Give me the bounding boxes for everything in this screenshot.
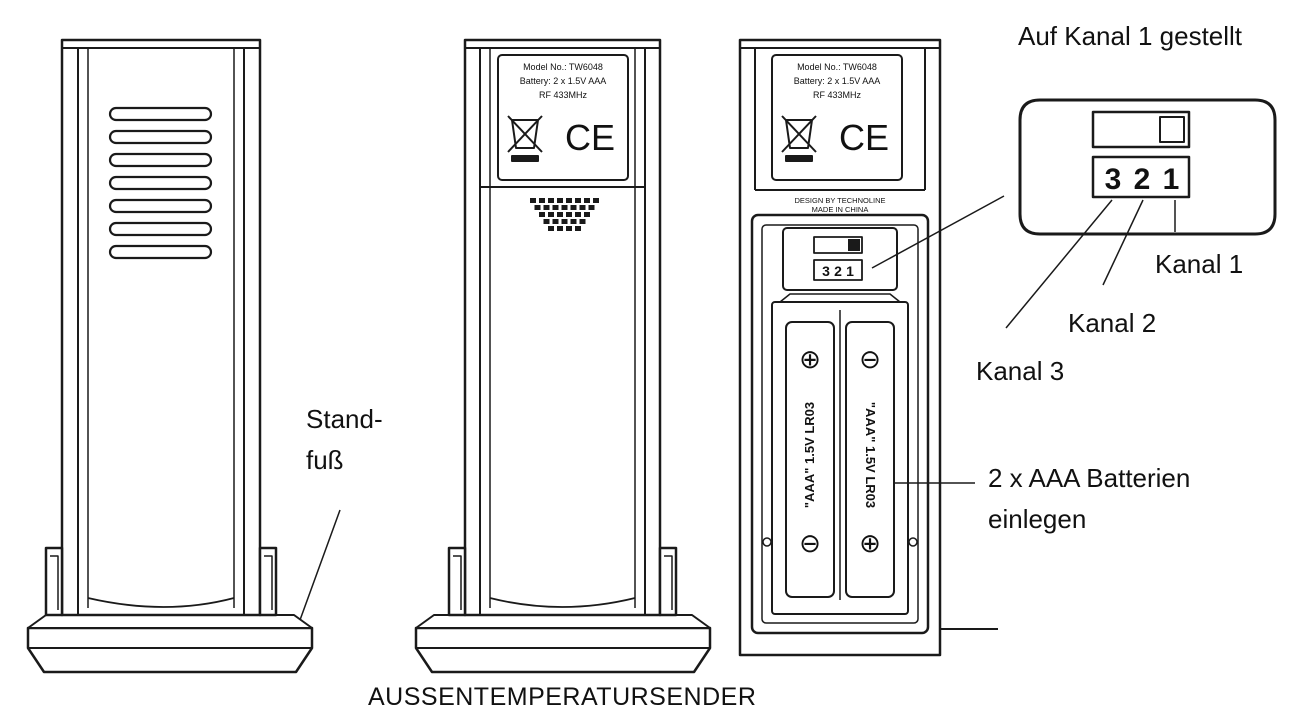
grip-dot <box>579 219 586 224</box>
grip-dot <box>548 198 554 203</box>
grip-dot <box>579 205 586 210</box>
front-body <box>60 38 262 617</box>
stand-pointer-line <box>299 509 341 621</box>
grip-dot <box>575 198 581 203</box>
switch-digits-small: 3 2 1 <box>822 263 854 279</box>
callout-switch-knob <box>1159 116 1185 143</box>
front-vent-slots <box>108 106 213 260</box>
label-kanal-2: Kanal 2 <box>1068 308 1157 338</box>
left-bottom-minus: ⊖ <box>799 528 821 558</box>
grip-dot <box>593 198 599 203</box>
label-stand-line1: Stand- <box>306 404 383 434</box>
right-cell-label: "AAA" 1.5V LR03 <box>863 402 878 508</box>
callout-digit-2: 2 <box>1134 163 1151 196</box>
title-channel-set: Auf Kanal 1 gestellt <box>1018 21 1243 51</box>
small-digit-3: 3 <box>822 263 830 279</box>
sticker-rf-text: RF 433MHz <box>539 90 588 100</box>
grip-dot <box>548 212 554 217</box>
grip-dot <box>561 205 568 210</box>
back-view-transmitter <box>414 38 712 674</box>
left-cell-label: "AAA" 1.5V LR03 <box>802 402 817 508</box>
grip-dot <box>543 219 550 224</box>
callout-digit-frame <box>1091 155 1191 199</box>
grip-dot <box>539 198 545 203</box>
grip-dot <box>584 212 590 217</box>
grip-dot <box>543 205 550 210</box>
front-view-transmitter <box>26 38 341 674</box>
channel-switch-module <box>782 227 898 291</box>
caption: AUSSENTEMPERATURSENDER <box>368 683 757 711</box>
open-back-transmitter <box>738 38 1005 657</box>
grip-dot <box>588 205 595 210</box>
grip-dot <box>552 219 559 224</box>
front-stand-base <box>26 626 314 674</box>
small-digit-1: 1 <box>846 263 854 279</box>
grip-dot <box>566 212 572 217</box>
right-bottom-plus: ⊕ <box>859 528 881 558</box>
grip-dot <box>584 198 590 203</box>
grip-dot <box>557 198 563 203</box>
label-batteries-line1: 2 x AAA Batterien <box>988 463 1191 493</box>
ce-mark: CE <box>565 117 615 158</box>
grip-pattern <box>530 198 599 231</box>
kanal3-pointer <box>1005 199 1113 329</box>
grip-dot <box>570 219 577 224</box>
label-stand-line2: fuß <box>306 445 344 475</box>
battery-cell-right <box>845 321 895 598</box>
sticker-rf-text-2: RF 433MHz <box>813 90 862 100</box>
label-batteries-line2: einlegen <box>988 504 1087 534</box>
sticker-battery-text: Battery: 2 x 1.5V AAA <box>520 76 607 86</box>
grip-dot <box>557 212 563 217</box>
grip-dot <box>570 205 577 210</box>
grip-dot <box>539 212 545 217</box>
switch-digits-callout: 3 2 1 <box>1105 163 1180 196</box>
battery-polarity: ⊕ ⊖ ⊖ ⊕ "AAA" 1.5V LR03 "AAA" 1.5V LR03 <box>799 344 881 558</box>
grip-dot <box>557 226 563 231</box>
battery-cell-left <box>785 321 835 598</box>
sticker-battery-text-2: Battery: 2 x 1.5V AAA <box>794 76 881 86</box>
kanal2-pointer <box>1102 199 1144 286</box>
back-stand-base <box>414 626 712 674</box>
grip-dot <box>552 205 559 210</box>
label-kanal-1: Kanal 1 <box>1155 249 1244 279</box>
grip-dot <box>566 198 572 203</box>
compartment-text-2: MADE IN CHINA <box>812 205 869 214</box>
sticker-text-mid: Model No.: TW6048 Battery: 2 x 1.5V AAA … <box>520 62 615 158</box>
callout-digit-1: 1 <box>1163 163 1180 196</box>
weee-bin-icon-2 <box>781 115 817 162</box>
ce-mark-2: CE <box>839 117 889 158</box>
grip-dot <box>575 226 581 231</box>
label-kanal-3: Kanal 3 <box>976 356 1065 386</box>
compartment-text-1: DESIGN BY TECHNOLINE <box>795 196 886 205</box>
grip-dot <box>566 226 572 231</box>
sticker-model-text-2: Model No.: TW6048 <box>797 62 877 72</box>
left-top-plus: ⊕ <box>799 344 821 374</box>
callout-digit-3: 3 <box>1105 163 1122 196</box>
weee-bin-icon <box>507 115 543 162</box>
right-top-minus: ⊖ <box>859 344 881 374</box>
grip-dot <box>534 205 541 210</box>
channel-switch-callout <box>1005 98 1277 329</box>
zoom-connector-line <box>871 195 1005 269</box>
grip-dot <box>575 212 581 217</box>
grip-dot <box>548 226 554 231</box>
sticker-model-text: Model No.: TW6048 <box>523 62 603 72</box>
grip-dot <box>561 219 568 224</box>
grip-dot <box>530 198 536 203</box>
small-digit-2: 2 <box>834 263 842 279</box>
sticker-text-right: Model No.: TW6048 Battery: 2 x 1.5V AAA … <box>794 62 889 214</box>
